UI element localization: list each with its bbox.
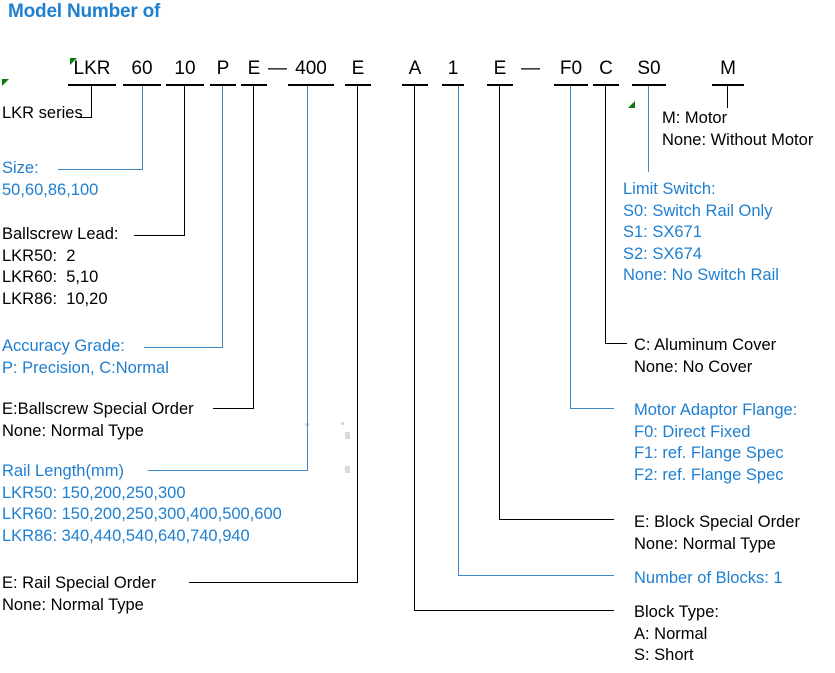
model-code-segment: 10 [174, 58, 196, 79]
model-code-segment: F0 [559, 58, 583, 79]
leader-line-accuracy-grade [144, 347, 223, 348]
leader-line-rail-length [307, 86, 308, 471]
model-code-segment: M [720, 58, 736, 79]
leader-line-number-of-blocks [458, 86, 459, 576]
model-code-segment: E [351, 58, 365, 79]
leader-line-size [58, 169, 143, 170]
selection-handle-icon [628, 101, 635, 108]
model-code-underline [210, 84, 236, 86]
page-title: Model Number of [8, 1, 161, 22]
leader-line-ballscrew-lead [134, 235, 185, 236]
leader-line-size [142, 86, 143, 170]
callout-ballscrew-lead: Ballscrew Lead: LKR50: 2 LKR60: 5,10 LKR… [2, 225, 119, 308]
model-code-segment: LKR [73, 58, 111, 79]
leader-line-rail-special-order [189, 582, 358, 583]
leader-line-block-special-order [499, 86, 500, 520]
leader-line-limit-switch [648, 86, 649, 172]
model-code-dash: — [268, 58, 287, 79]
model-code-segment: E [247, 58, 261, 79]
leader-line-cover [605, 86, 606, 344]
selection-handle-icon [2, 79, 9, 86]
model-code-underline [712, 84, 744, 86]
model-code-underline [442, 84, 464, 86]
model-code-segment: S0 [637, 58, 661, 79]
model-code-segment: 60 [131, 58, 153, 79]
callout-limit-switch: Limit Switch: S0: Switch Rail Only S1: S… [623, 180, 779, 284]
artifact-mark [345, 466, 350, 473]
callout-cover: C: Aluminum Cover None: No Cover [634, 336, 777, 376]
leader-line-block-type [414, 86, 415, 611]
callout-block-type: Block Type: A: Normal S: Short [634, 603, 719, 664]
leader-line-lkr-series [77, 117, 92, 118]
model-code-segment: C [599, 58, 613, 79]
model-code-segment: E [493, 58, 507, 79]
model-code-underline [487, 84, 513, 86]
callout-number-of-blocks: Number of Blocks: 1 [634, 569, 783, 587]
leader-line-ballscrew-special-order [213, 408, 254, 409]
model-code-underline [166, 84, 204, 86]
leader-line-cover [605, 343, 627, 344]
model-code-segment: A [408, 58, 422, 79]
callout-size: Size: 50,60,86,100 [2, 159, 99, 199]
model-code-underline [593, 84, 619, 86]
artifact-mark [345, 432, 350, 439]
leader-line-block-special-order [499, 519, 614, 520]
callout-lkr-series: LKR series [2, 104, 83, 122]
leader-line-motor [727, 86, 728, 108]
selection-handle-icon [70, 58, 77, 65]
model-code-segment: P [216, 58, 230, 79]
leader-line-lkr-series [91, 86, 92, 118]
leader-line-block-type [414, 610, 614, 611]
artifact-mark [341, 422, 344, 425]
leader-line-number-of-blocks [458, 575, 614, 576]
model-code-segment: 1 [447, 58, 459, 79]
callout-motor: M: Motor None: Without Motor [662, 109, 814, 149]
callout-accuracy-grade: Accuracy Grade: P: Precision, C:Normal [2, 337, 169, 377]
callout-block-special-order: E: Block Special Order None: Normal Type [634, 513, 800, 553]
model-code-underline [123, 84, 161, 86]
callout-rail-special-order: E: Rail Special Order None: Normal Type [2, 574, 157, 614]
leader-line-rail-special-order [357, 86, 358, 583]
leader-line-ballscrew-special-order [253, 86, 254, 409]
model-code-underline [554, 84, 588, 86]
leader-line-motor-adaptor-flange [570, 408, 614, 409]
model-code-underline [68, 84, 116, 86]
model-code-underline [345, 84, 371, 86]
model-code-underline [241, 84, 267, 86]
callout-ballscrew-special-order: E:Ballscrew Special Order None: Normal T… [2, 400, 194, 440]
model-code-segment: 400 [295, 58, 327, 79]
leader-line-ballscrew-lead [184, 86, 185, 236]
callout-rail-length: Rail Length(mm) LKR50: 150,200,250,300 L… [2, 462, 282, 545]
callout-motor-adaptor-flange: Motor Adaptor Flange: F0: Direct Fixed F… [634, 401, 798, 484]
model-code-underline [402, 84, 428, 86]
model-code-dash: — [521, 58, 540, 79]
leader-line-rail-length [148, 470, 308, 471]
leader-line-accuracy-grade [222, 86, 223, 348]
model-code-underline [632, 84, 666, 86]
model-code-underline [288, 84, 334, 86]
leader-line-motor-adaptor-flange [570, 86, 571, 409]
